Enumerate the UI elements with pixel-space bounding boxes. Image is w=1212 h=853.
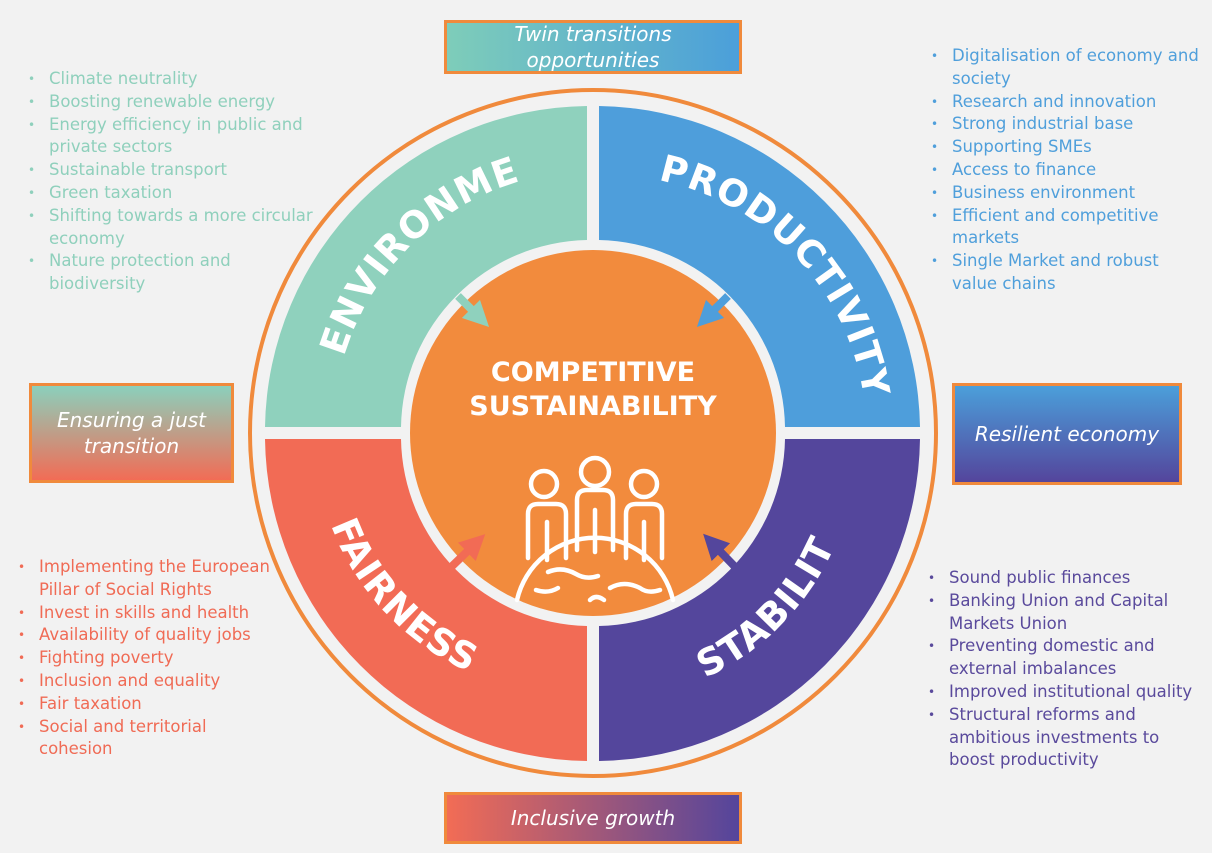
environment-quadrant [265,106,587,427]
list-item: Fair taxation [14,693,284,716]
environment-list: Climate neutrality Boosting renewable en… [24,68,324,296]
list-item: Shifting towards a more circular economy [24,205,324,251]
list-item: Digitalisation of economy and society [927,45,1207,91]
list-item: Nature protection and biodiversity [24,250,324,296]
list-item: Climate neutrality [24,68,324,91]
productivity-list: Digitalisation of economy and society Re… [927,45,1207,296]
productivity-arrow [696,293,731,328]
list-item: Single Market and robust value chains [927,250,1207,296]
stability-arrow [703,533,743,575]
fairness-quadrant [265,439,587,761]
environment-arrow [455,293,490,328]
list-item: Social and territorial cohesion [14,716,284,762]
list-item: Sustainable transport [24,159,324,182]
list-item: Boosting renewable energy [24,91,324,114]
list-item: Invest in skills and health [14,602,284,625]
stability-list: Sound public finances Banking Union and … [924,567,1209,772]
list-item: Sound public finances [924,567,1209,590]
list-item: Implementing the European Pillar of Soci… [14,556,284,602]
twin-transitions-tag: Twin transitions opportunities [444,20,742,74]
list-item: Fighting poverty [14,647,284,670]
list-item: Business environment [927,182,1207,205]
just-transition-text: Ensuring a just transition [56,408,207,458]
list-item: Availability of quality jobs [14,624,284,647]
fairness-arrow [443,534,486,575]
list-item: Banking Union and Capital Markets Union [924,590,1209,636]
outer-ring [248,88,938,778]
resilient-economy-tag: Resilient economy [952,383,1182,485]
center-circle [410,250,776,616]
inclusive-growth-tag: Inclusive growth [444,792,742,844]
list-item: Energy efficiency in public and private … [24,114,324,160]
twin-transitions-text: Twin transitions opportunities [514,22,672,72]
list-item: Efficient and competitive markets [927,205,1207,251]
list-item: Access to finance [927,159,1207,182]
list-item: Strong industrial base [927,113,1207,136]
list-item: Inclusion and equality [14,670,284,693]
just-transition-tag: Ensuring a just transition [29,383,234,483]
list-item: Research and innovation [927,91,1207,114]
list-item: Preventing domestic and external imbalan… [924,635,1209,681]
fairness-list: Implementing the European Pillar of Soci… [14,556,284,761]
center-title-line-2: SUSTAINABILITY [469,391,717,422]
list-item: Green taxation [24,182,324,205]
resilient-economy-text: Resilient economy [974,422,1160,446]
center-title-line-1: COMPETITIVE [491,357,695,388]
stability-quadrant [599,439,920,761]
productivity-quadrant [599,106,920,427]
list-item: Improved institutional quality [924,681,1209,704]
people-on-globe-icon [514,455,676,603]
list-item: Supporting SMEs [927,136,1207,159]
inclusive-growth-text: Inclusive growth [510,806,676,830]
list-item: Structural reforms and ambitious investm… [924,704,1209,772]
